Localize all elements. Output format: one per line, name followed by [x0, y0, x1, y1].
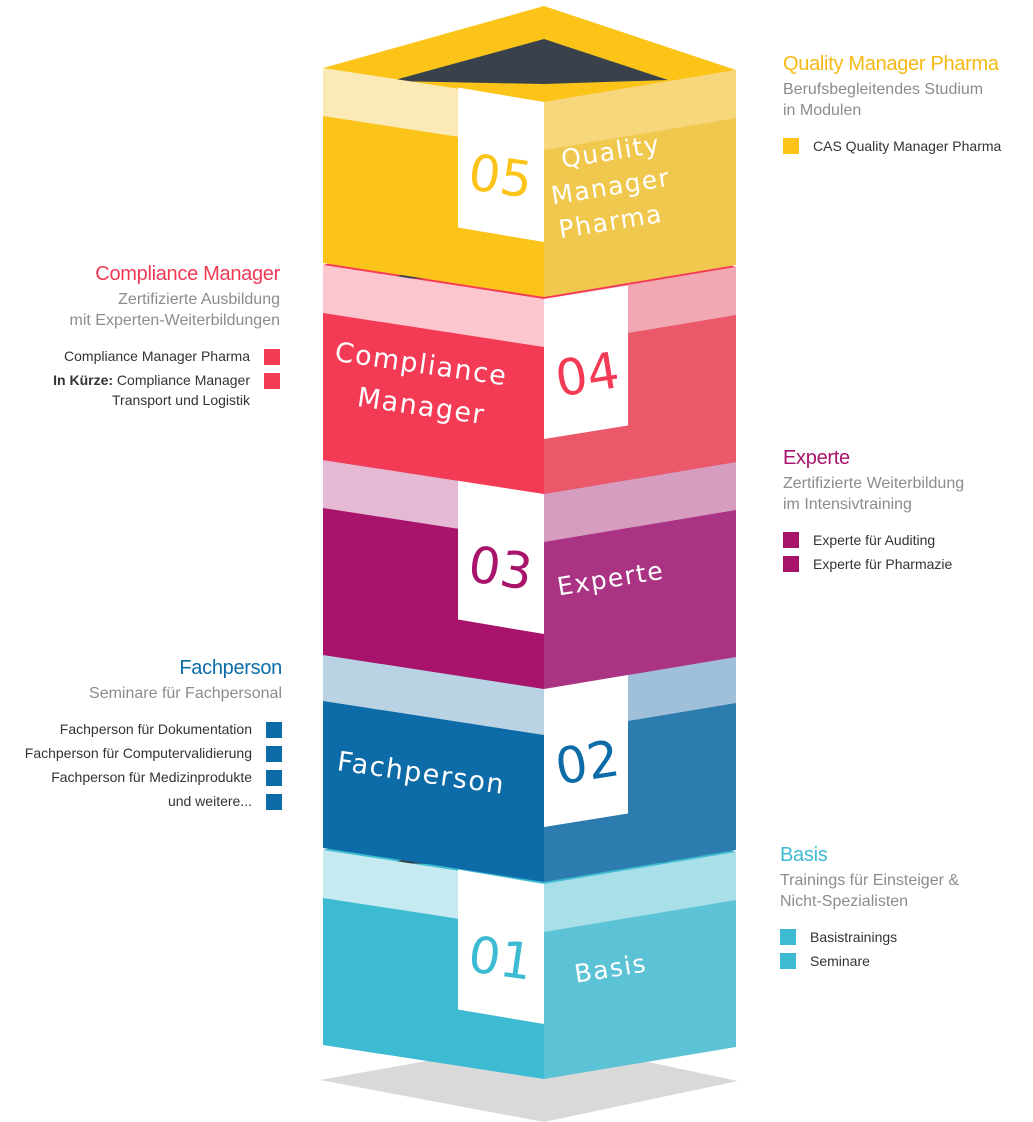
number-panel [544, 673, 628, 827]
info-subtitle: Seminare für Fachpersonal [89, 685, 282, 702]
tier-band-front [323, 265, 544, 347]
bullet-square [266, 794, 282, 810]
tier-opening [391, 39, 668, 84]
list-item: Seminare [780, 951, 959, 971]
tier-band-side [544, 852, 736, 932]
bullet-square [783, 556, 799, 572]
number-panel [458, 479, 544, 634]
bullet-square [266, 770, 282, 786]
info-subtitle: Zertifizierte Weiterbildung im Intensivt… [783, 475, 965, 513]
list-item: Fachperson für Medizinprodukte [25, 767, 282, 787]
info-title: Experte [783, 447, 850, 469]
tier-band-front [323, 653, 544, 735]
bullet-square [266, 722, 282, 738]
info-list: CAS Quality Manager Pharma [783, 136, 1001, 156]
tier-number: 04 [551, 341, 623, 408]
tier-number: 03 [465, 535, 536, 601]
list-item: Compliance Manager Pharma [53, 346, 280, 366]
info-fachperson: Fachperson Seminare für Fachpersonal Fac… [25, 656, 282, 815]
list-item: Experte für Pharmazie [783, 554, 964, 574]
info-title: Basis [780, 844, 828, 866]
number-panel [544, 285, 628, 439]
info-title: Quality Manager Pharma [783, 53, 999, 75]
number-panel [458, 87, 544, 242]
bullet-square [266, 746, 282, 762]
number-panel [458, 869, 544, 1024]
tier-band-side [544, 462, 736, 542]
bullet-square [783, 138, 799, 154]
bullet-square [780, 953, 796, 969]
info-basis: Basis Trainings für Einsteiger & Nicht-S… [780, 843, 959, 975]
info-subtitle: Berufsbegleitendes Studium in Modulen [783, 81, 984, 119]
info-list: Compliance Manager Pharma In Kürze: Comp… [53, 346, 280, 410]
tier-band-side [544, 70, 736, 150]
info-subtitle: Trainings für Einsteiger & Nicht-Spezial… [780, 872, 960, 910]
tier-number: 02 [551, 729, 623, 796]
bullet-square [264, 373, 280, 389]
bullet-square [780, 929, 796, 945]
info-subtitle: Zertifizierte Ausbildung mit Experten-We… [69, 291, 280, 329]
info-title: Fachperson [179, 657, 282, 679]
list-item: Experte für Auditing [783, 530, 964, 550]
tier-number: 05 [465, 143, 536, 209]
list-item: CAS Quality Manager Pharma [783, 136, 1001, 156]
info-experte: Experte Zertifizierte Weiterbildung im I… [783, 446, 964, 578]
info-title: Compliance Manager [95, 263, 280, 285]
info-list: Fachperson für Dokumentation Fachperson … [25, 719, 282, 811]
bullet-square [264, 349, 280, 365]
list-item: und weitere... [25, 791, 282, 811]
info-list: Experte für Auditing Experte für Pharmaz… [783, 530, 964, 574]
list-item: Fachperson für Computervalidierung [25, 743, 282, 763]
bullet-square [783, 532, 799, 548]
list-item: Fachperson für Dokumentation [25, 719, 282, 739]
list-item: Basistrainings [780, 927, 959, 947]
tier-number: 01 [465, 925, 536, 991]
info-quality-manager: Quality Manager Pharma Berufsbegleitende… [783, 52, 1001, 160]
info-list: Basistrainings Seminare [780, 927, 959, 971]
info-compliance-manager: Compliance Manager Zertifizierte Ausbild… [53, 262, 280, 414]
